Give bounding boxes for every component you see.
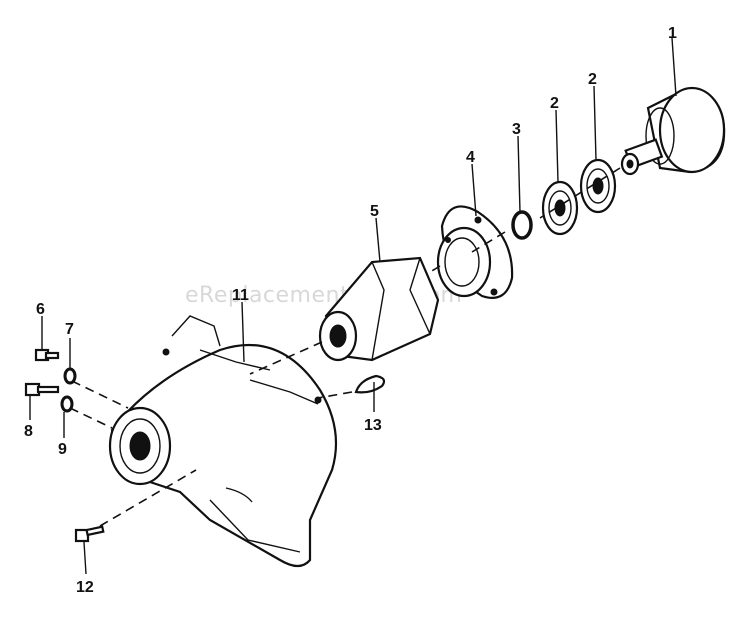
assembly-lines: [69, 167, 621, 527]
callout-6: 6: [36, 301, 45, 318]
part-1-clutch-drum: [620, 86, 726, 176]
callout-8: 8: [24, 423, 33, 440]
part-2-bearing-outer: [579, 158, 617, 214]
part-2-bearing-inner: [541, 180, 579, 236]
callout-13: 13: [364, 417, 382, 434]
callout-12: 12: [76, 579, 94, 596]
part-12-screw: [74, 525, 105, 543]
callout-11: 11: [232, 287, 249, 304]
callout-2b: 2: [550, 95, 559, 112]
callout-labels: 1 2 2 3 4 5 6 7 8 9 11 12 13: [24, 25, 677, 596]
part-5-clutch-shoes: [318, 256, 440, 362]
leader-lines: [29, 37, 677, 575]
part-3-snap-ring: [511, 210, 533, 240]
part-6-screw: [34, 348, 60, 362]
callout-5: 5: [370, 203, 379, 220]
callout-9: 9: [58, 441, 67, 458]
callout-2a: 2: [588, 71, 597, 88]
part-13-clip: [354, 374, 386, 394]
part-11-gear-case: [108, 315, 338, 568]
callout-4: 4: [466, 149, 475, 166]
callout-3: 3: [512, 121, 521, 138]
part-9-washer: [60, 395, 74, 413]
callout-7: 7: [65, 321, 74, 338]
part-8-bolt: [24, 382, 60, 397]
part-4-bearing-housing: [436, 205, 514, 299]
callout-1: 1: [668, 25, 677, 42]
